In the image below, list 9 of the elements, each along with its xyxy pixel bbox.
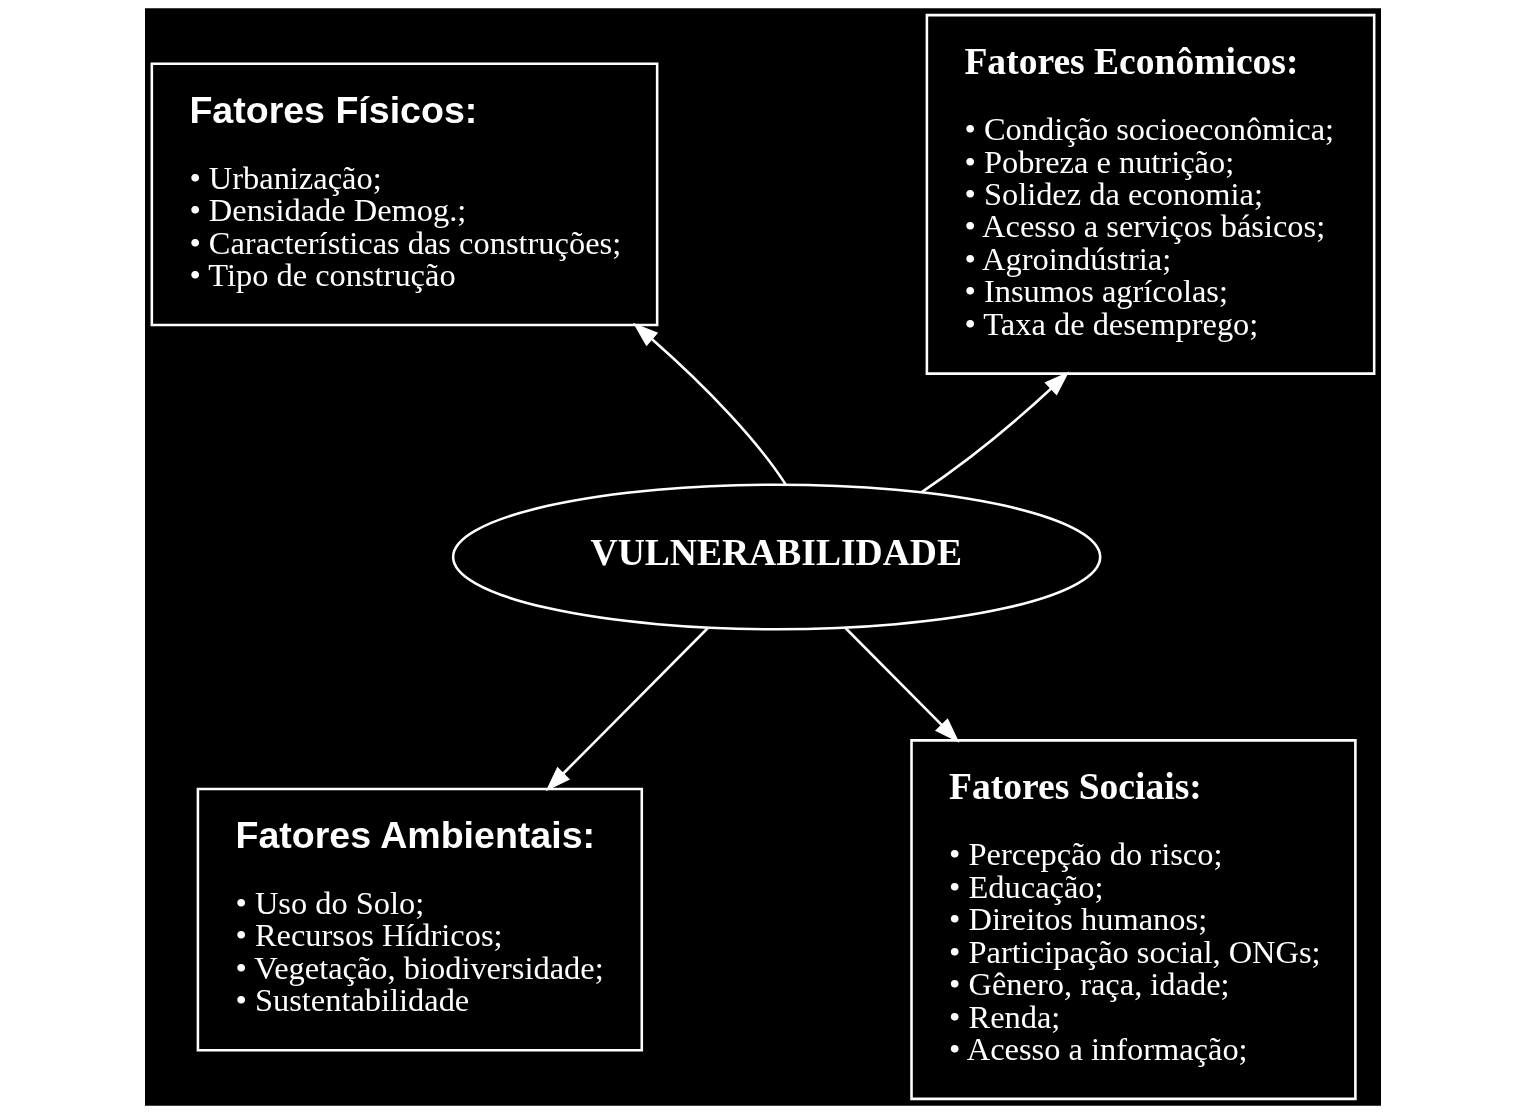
node-ellipse: VULNERABILIDADE: [451, 483, 1101, 631]
node-box: Fatores Sociais: • Percepção do risco; • Educação; • Direitos humanos; • Participação social, ONGs; • Gênero, raça, idade; • Renda; • Acesso a informação;: [909, 739, 1357, 1101]
node-box: Fatores Físicos: • Urbanização; • Densidade Demog.; • Características das construções; • Tipo de construção: [150, 62, 658, 327]
arrow: [920, 371, 1069, 494]
arrow: [632, 322, 787, 486]
node-box: Fatores Econômicos: • Condição socioeconômica; • Pobreza e nutrição; • Solidez da economia; • Acesso a serviços básicos; • Agroindústria; • Insumos agrícolas; • Taxa de desemprego;: [925, 13, 1375, 375]
arrow: [844, 627, 959, 743]
node-box: Fatores Ambientais: • Uso do Solo; • Recursos Hídricos; • Vegetação, biodiversidade; • Sustentabilidade: [196, 787, 643, 1052]
arrow: [545, 627, 709, 792]
